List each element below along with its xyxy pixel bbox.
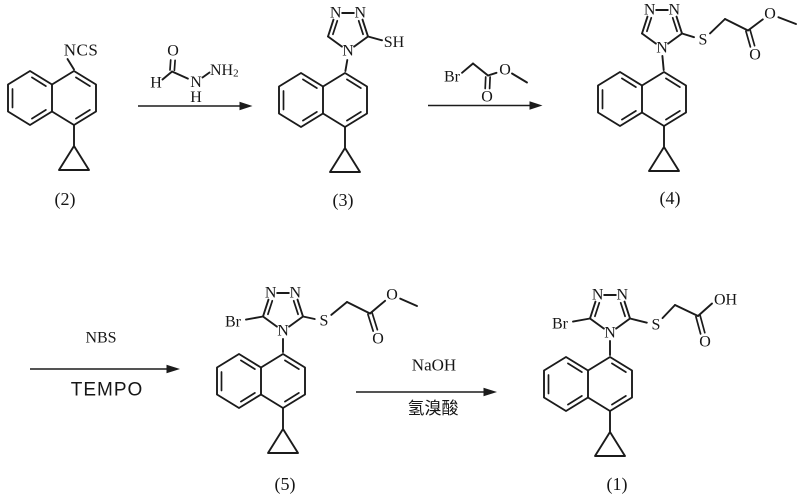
bond (697, 302, 713, 317)
triazole-core (327, 3, 369, 61)
oxygen-label: O (749, 47, 761, 64)
double-bond-line (169, 59, 172, 71)
amine-label-subscript: 2 (233, 68, 239, 80)
bond (346, 301, 371, 315)
naphthalene-core (278, 72, 368, 173)
bond (681, 32, 695, 39)
step-4-arrow (356, 387, 497, 397)
bond (367, 35, 383, 42)
arrow-head (529, 101, 543, 110)
oxygen-label: O (699, 334, 711, 351)
bond (661, 55, 665, 71)
bond (572, 317, 591, 323)
double-bond-line (699, 314, 706, 334)
naphthalene-core (543, 356, 633, 457)
arrow-head (483, 387, 497, 397)
triazole-core (262, 283, 304, 341)
double-bond-line (488, 76, 491, 90)
bond (201, 71, 211, 79)
double-bond-line (749, 29, 756, 47)
bond (399, 297, 418, 307)
amine-label-base: NH (210, 62, 234, 79)
bond (724, 18, 749, 32)
bond (709, 18, 726, 35)
bond (66, 58, 75, 71)
bond (161, 71, 173, 81)
thiol-label: SH (384, 34, 405, 51)
step-2-arrow (428, 101, 543, 110)
bond (344, 59, 349, 72)
amine-label: NH2 (210, 62, 239, 80)
nitrogen-label: N (190, 74, 202, 91)
compound-4-number: (4) (660, 188, 681, 209)
compound-2-number: (2) (55, 189, 76, 210)
bond (487, 71, 498, 77)
bond (171, 70, 189, 80)
double-bond-line (745, 30, 752, 48)
bond (674, 304, 699, 317)
bond (461, 62, 474, 74)
bond (661, 304, 676, 320)
step-4-reagent-labels: NaOH 氢溴酸 (408, 356, 459, 420)
step-1-arrow (138, 101, 253, 111)
oxygen-label: O (499, 62, 511, 79)
compound-3-number: (3) (333, 190, 354, 211)
sulfur-label: S (320, 313, 329, 330)
isothiocyanate-label: NCS (64, 41, 99, 60)
compound-1-number: (1) (607, 474, 628, 495)
naphthalene-core (597, 71, 687, 172)
double-bond-line (371, 311, 379, 331)
oxygen-label: O (167, 43, 179, 60)
bond (747, 18, 764, 32)
sulfur-label: S (699, 32, 708, 49)
double-bond-line (695, 315, 702, 335)
bond (302, 315, 316, 320)
naphthalene-core (216, 353, 306, 454)
oxygen-label: O (764, 6, 776, 23)
bromine-label: Br (225, 314, 242, 331)
triazole-core (641, 0, 683, 58)
reagent-above-label: NaOH (412, 356, 456, 375)
hydrogen-label: H (150, 75, 162, 92)
hydroxyl-label: OH (714, 292, 738, 309)
bond (245, 315, 264, 321)
compound-4-structure: S O O (4) (597, 0, 797, 209)
compound-5-structure: Br S O O (5) (216, 283, 418, 495)
hydrogen-label: H (190, 89, 202, 106)
compound-2-structure: NCS (2) (7, 41, 99, 210)
double-bond-line (173, 59, 176, 72)
step-3-reagent-labels: NBS TEMPO (71, 330, 144, 401)
oxygen-label: O (481, 89, 493, 106)
step-2-reagent-structure: Br O O (444, 62, 528, 106)
reagent-above-label: NBS (85, 330, 116, 347)
triazole-core (589, 285, 631, 343)
double-bond-line (484, 76, 487, 90)
reagent-below-label: 氢溴酸 (408, 399, 459, 419)
compound-1-structure: Br S O OH (1) (543, 285, 738, 495)
compound-3-structure: SH (3) (278, 3, 405, 211)
naphthalene-core (7, 70, 97, 171)
bond (777, 16, 797, 25)
bond (472, 62, 489, 77)
bond (330, 301, 348, 316)
arrow-head (239, 101, 253, 111)
step-1-reagent-structure: O H N H NH2 (150, 43, 238, 107)
bond (511, 72, 528, 84)
bond (629, 317, 648, 324)
oxygen-label: O (372, 331, 384, 348)
bromine-label: Br (444, 69, 461, 86)
compound-5-number: (5) (275, 474, 296, 495)
arrow-head (166, 364, 180, 374)
double-bond-line (367, 313, 375, 332)
sulfur-label: S (652, 317, 661, 334)
bromine-label: Br (552, 316, 569, 333)
bond (369, 299, 387, 315)
reagent-below-label: TEMPO (71, 380, 144, 401)
oxygen-label: O (386, 287, 398, 304)
step-3-arrow (30, 364, 180, 374)
